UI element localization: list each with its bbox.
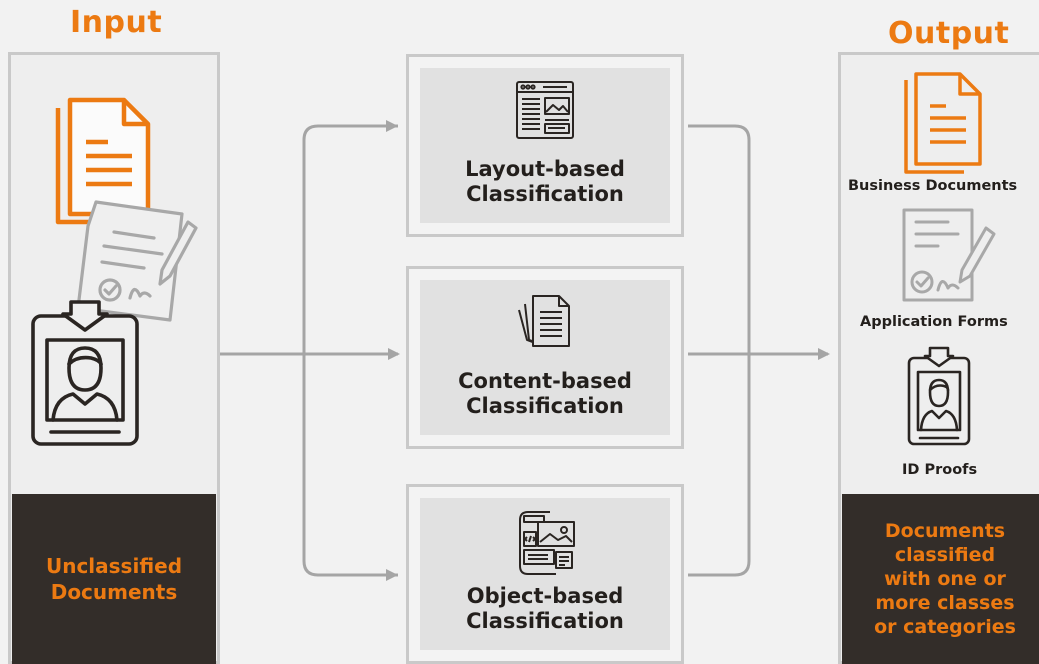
- branch-to-layout-arrow: [302, 124, 398, 577]
- business-documents-icon: [904, 72, 982, 174]
- application-forms-label: Application Forms: [860, 314, 1008, 330]
- id-badge-icon: [31, 300, 139, 446]
- business-documents-label: Business Documents: [848, 178, 1018, 194]
- input-heading: Input: [70, 5, 163, 40]
- object-elements-icon: [519, 511, 575, 575]
- content-classification-label: Content-based Classification: [458, 369, 632, 418]
- id-proofs-label: ID Proofs: [902, 462, 978, 478]
- application-form-icon: [902, 208, 996, 302]
- id-proof-icon: [907, 346, 971, 446]
- merge-connector: [688, 124, 751, 577]
- input-caption-line1: Unclassified: [45, 554, 183, 578]
- output-caption-box: Documents classified with one or more cl…: [842, 494, 1039, 664]
- object-classification-card: Object-based Classification: [406, 484, 684, 664]
- output-caption: Documents classified with one or more cl…: [874, 520, 1016, 638]
- layout-window-icon: [516, 81, 574, 139]
- stacked-pages-icon: [518, 295, 570, 347]
- content-classification-card: Content-based Classification: [406, 266, 684, 449]
- input-caption-line2: Documents: [50, 580, 178, 604]
- layout-classification-card: Layout-based Classification: [406, 54, 684, 237]
- output-heading: Output: [888, 16, 1010, 51]
- layout-classification-label: Layout-based Classification: [465, 157, 625, 206]
- business-document-icon: [55, 97, 151, 225]
- input-caption-box: Unclassified Documents: [12, 494, 216, 664]
- signed-form-icon: [76, 200, 198, 322]
- object-classification-label: Object-based Classification: [466, 584, 624, 633]
